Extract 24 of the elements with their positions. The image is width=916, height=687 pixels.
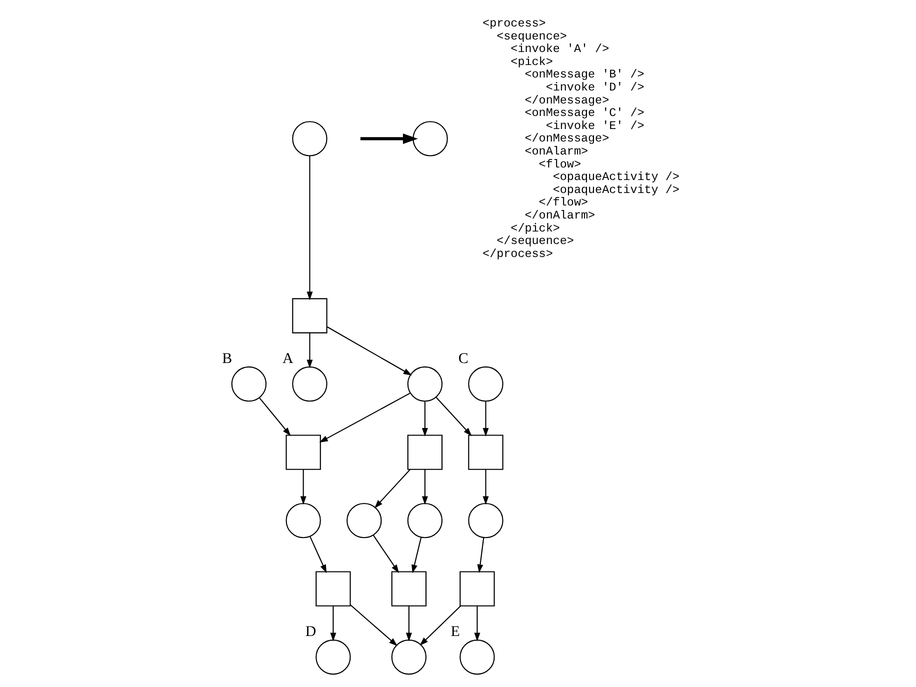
label: <sequence> — [496, 29, 567, 44]
label: </onMessage> — [524, 93, 610, 108]
label: <invoke 'E' /> — [546, 118, 644, 133]
node-label: A — [282, 350, 294, 367]
label: <onAlarm> — [524, 144, 588, 158]
label: </onAlarm> — [524, 208, 596, 222]
label: <flow> — [538, 157, 581, 172]
label: </pick> — [510, 221, 560, 236]
label: </flow> — [538, 196, 588, 210]
label: <invoke 'D' /> — [546, 80, 644, 94]
label: <process> — [482, 16, 546, 30]
label: <onMessage 'C' /> — [524, 106, 644, 120]
label: </onMessage> — [524, 132, 610, 146]
label: <onMessage 'B' /> — [524, 68, 644, 82]
node-label: E — [450, 624, 460, 640]
node-label: D — [305, 624, 316, 640]
node-label: C — [458, 350, 468, 367]
label: <pick> — [510, 54, 553, 69]
label: </sequence> — [496, 234, 574, 248]
label: <opaqueActivity /> — [552, 170, 680, 184]
label: </process> — [482, 246, 553, 261]
label: <invoke 'A' /> — [510, 42, 610, 56]
node-label: B — [222, 350, 232, 367]
label: <opaqueActivity /> — [552, 182, 680, 197]
